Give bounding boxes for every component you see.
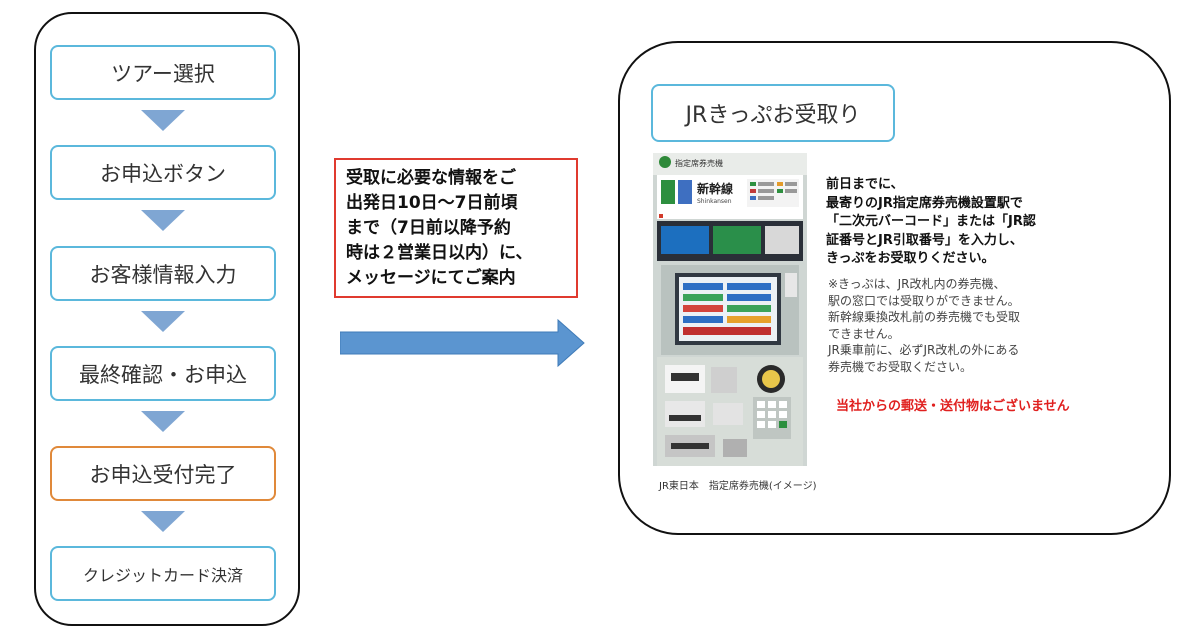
flow-connector-arrow (141, 511, 185, 532)
note-text-line: ※きっぷは、JR改札内の券売機、 (828, 277, 1006, 291)
note-line: メッセージにてご案内 (346, 268, 516, 288)
machine-header-text: 指定席券売機 (675, 158, 723, 168)
step-apply-button: お申込ボタン (50, 145, 276, 200)
instruction-line: 「二次元バーコード」または「JR認 (826, 214, 1036, 229)
pickup-title: JRきっぷお受取り (651, 84, 895, 142)
pickup-notes: ※きっぷは、JR改札内の券売機、 駅の窓口では受取りができません。 新幹線乗換改… (828, 276, 1158, 375)
instruction-line: きっぷをお受取りください。 (826, 251, 995, 266)
note-line: 受取に必要な情報をご (346, 168, 516, 188)
instruction-line: 最寄りのJR指定席券売機設置駅で (826, 195, 1023, 211)
pickup-instructions: 前日までに、 最寄りのJR指定席券売機設置駅で 「二次元バーコード」または「JR… (826, 176, 1156, 269)
note-line: 時は２営業日以内）に、 (346, 243, 533, 263)
flow-connector-arrow (141, 110, 185, 131)
instruction-line: 前日までに、 (826, 177, 904, 192)
no-mail-warning: 当社からの郵送・送付物はございません (836, 399, 1070, 414)
step-customer-info: お客様情報入力 (50, 246, 276, 301)
flow-panel (34, 12, 300, 626)
right-arrow-icon (340, 318, 585, 368)
info-note-box: 受取に必要な情報をご 出発日10日～7日前頃 まで（7日前以降予約 時は２営業日… (334, 158, 578, 298)
machine-caption: JR東日本 指定席券売機(イメージ) (659, 481, 817, 492)
flow-connector-arrow (141, 210, 185, 231)
note-text-line: 新幹線乗換改札前の券売機でも受取 (828, 310, 1021, 324)
note-text-line: JR乗車前に、必ずJR改札の外にある (828, 343, 1020, 357)
ticket-machine-image: 指定席券売機 新幹線 Shinkansen (653, 153, 807, 466)
flow-connector-arrow (141, 311, 185, 332)
machine-brand-sub-text: Shinkansen (697, 198, 732, 205)
flow-connector-arrow (141, 411, 185, 432)
step-application-complete: お申込受付完了 (50, 446, 276, 501)
step-tour-select: ツアー選択 (50, 45, 276, 100)
instruction-line: 証番号とJR引取番号」を入力し、 (826, 232, 1023, 248)
note-text-line: できません。 (828, 326, 900, 341)
note-text-line: 券売機でお受取ください。 (828, 359, 973, 374)
note-text-line: 駅の窓口では受取りができません。 (828, 293, 1020, 308)
machine-brand-text: 新幹線 (697, 181, 733, 196)
step-credit-card-payment: クレジットカード決済 (50, 546, 276, 601)
note-line: まで（7日前以降予約 (346, 218, 511, 238)
note-line: 出発日10日～7日前頃 (346, 193, 518, 213)
step-final-confirm: 最終確認・お申込 (50, 346, 276, 401)
